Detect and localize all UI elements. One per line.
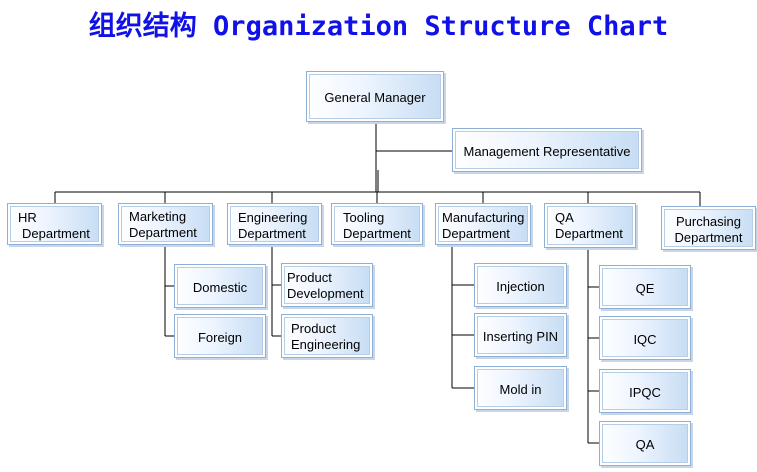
- product-development-label-line2: Development: [287, 286, 364, 301]
- qa-department-label-line2: Department: [555, 226, 623, 241]
- qa-department-label-line1: QA: [555, 210, 574, 225]
- foreign-label: Foreign: [197, 330, 243, 345]
- qe-label: QE: [635, 281, 655, 296]
- injection-label: Injection: [496, 279, 545, 294]
- product-engineering-label-line1: Product: [291, 321, 336, 336]
- marketing-department-label-line2: Department: [129, 225, 197, 240]
- qa-unit-label: QA: [635, 437, 655, 452]
- management-representative-label: Management Representative: [463, 144, 631, 159]
- domestic-box: Domestic: [174, 264, 266, 308]
- tooling-department-label-line2: Department: [343, 226, 411, 241]
- marketing-department-label-line1: Marketing: [129, 209, 187, 224]
- foreign-box: Foreign: [174, 314, 266, 358]
- product-development-label-line1: Product: [287, 270, 332, 285]
- engineering-department-label-line1: Engineering: [238, 210, 308, 225]
- qa-department-box: QA Department: [544, 203, 636, 248]
- manufacturing-department-box: Manufacturing Department: [435, 203, 531, 245]
- hr-department-box: HR Department: [7, 203, 102, 245]
- management-representative-box: Management Representative: [452, 128, 642, 172]
- mold-in-box: Mold in: [474, 366, 567, 410]
- inserting-pin-box: Inserting PIN: [474, 313, 567, 357]
- qa-unit-box: QA: [599, 421, 691, 466]
- iqc-box: IQC: [599, 316, 691, 360]
- purchasing-department-label-line2: Department: [674, 230, 743, 245]
- chart-title: 组织结构 Organization Structure Chart: [88, 11, 669, 42]
- inserting-pin-label: Inserting PIN: [482, 329, 559, 344]
- ipqc-label: IPQC: [629, 385, 661, 400]
- general-manager-box: General Manager: [306, 71, 444, 122]
- injection-box: Injection: [474, 263, 567, 307]
- domestic-label: Domestic: [192, 280, 248, 295]
- qe-box: QE: [599, 265, 691, 309]
- manufacturing-department-label-line2: Department: [442, 226, 510, 241]
- product-development-box: Product Development: [281, 263, 373, 307]
- product-engineering-box: Product Engineering: [281, 314, 373, 358]
- iqc-label: IQC: [633, 332, 657, 347]
- ipqc-box: IPQC: [599, 369, 691, 413]
- product-engineering-label-line2: Engineering: [291, 337, 361, 352]
- mold-in-label: Mold in: [499, 382, 542, 397]
- purchasing-department-box: Purchasing Department: [661, 206, 756, 250]
- engineering-department-label-line2: Department: [238, 226, 306, 241]
- hr-department-label-line2: Department: [22, 226, 90, 241]
- hr-department-label-line1: HR: [18, 210, 37, 225]
- marketing-department-box: Marketing Department: [118, 203, 213, 245]
- manufacturing-department-label-line1: Manufacturing: [442, 210, 525, 225]
- tooling-department-box: Tooling Department: [331, 203, 423, 245]
- general-manager-label: General Manager: [324, 90, 426, 105]
- engineering-department-box: Engineering Department: [227, 203, 322, 245]
- tooling-department-label-line1: Tooling: [343, 210, 385, 225]
- purchasing-department-label-line1: Purchasing: [675, 214, 742, 229]
